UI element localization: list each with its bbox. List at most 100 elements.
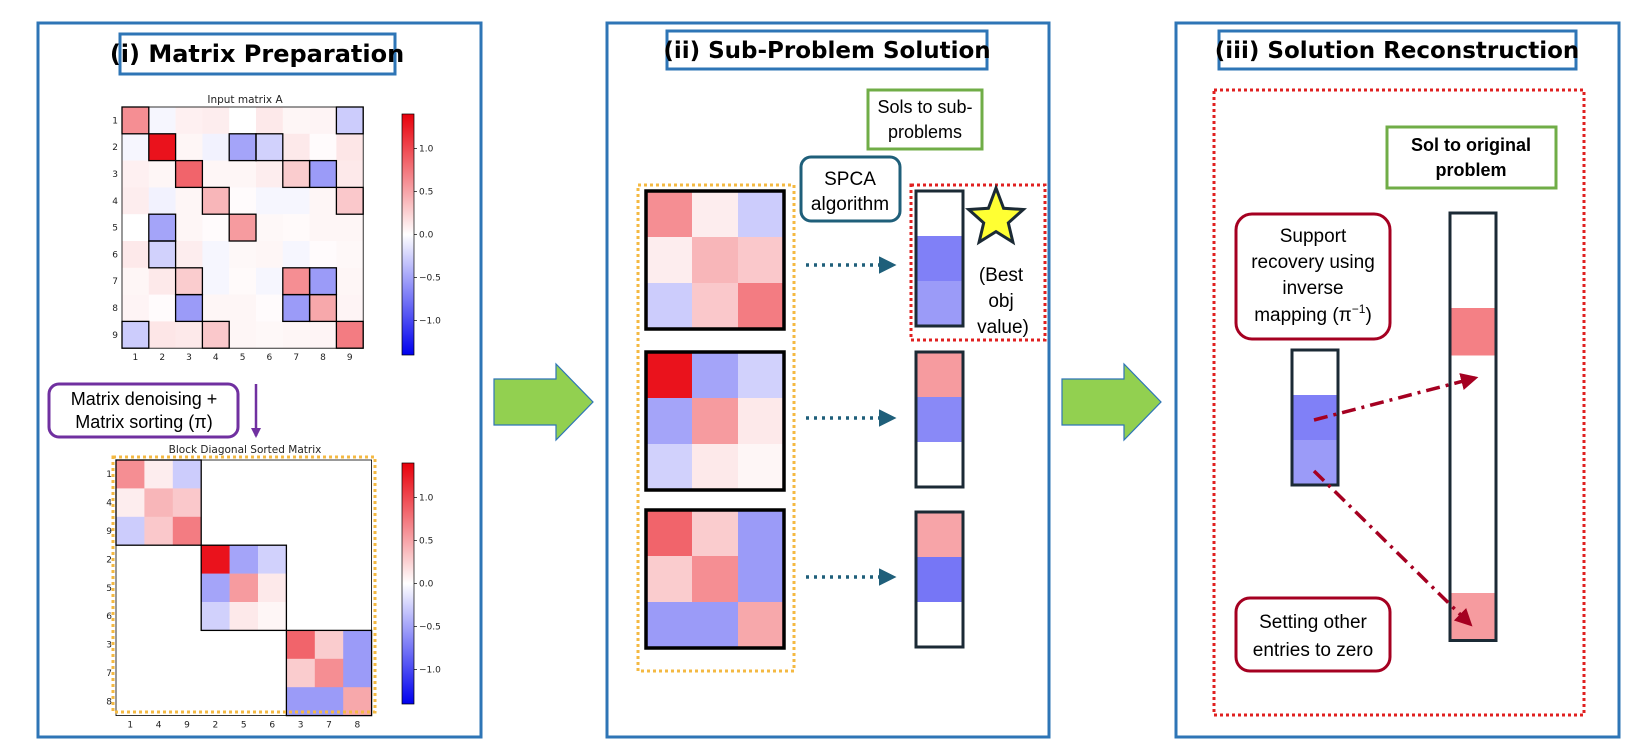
- col-tick-label: 5: [240, 353, 246, 363]
- sorted-matrix-colorbar: 1.00.50.0−0.5−1.0: [401, 462, 441, 705]
- best-label-line3: value): [977, 317, 1029, 338]
- heatmap-cell: [175, 133, 203, 161]
- sols-label-line2: problems: [888, 122, 962, 142]
- row-tick-label: 1: [112, 116, 118, 126]
- row-tick-label: 9: [112, 331, 118, 341]
- setting-label-line1: Setting other: [1259, 612, 1367, 633]
- heatmap-cell-outline: [148, 133, 177, 162]
- vector-cell: [1450, 593, 1496, 641]
- heatmap-cell: [282, 160, 310, 188]
- heatmap-cell: [148, 187, 176, 215]
- original-solution-vector: [1448, 211, 1498, 642]
- heatmap-cell: [282, 133, 310, 161]
- heatmap-cell: [309, 133, 337, 161]
- vector-cell: [1292, 395, 1338, 441]
- block-cell: [646, 237, 693, 284]
- vector-cell: [1450, 355, 1496, 404]
- sorted-matrix-dotted-frame: [111, 455, 377, 714]
- colorbar-tick-label: −0.5: [419, 274, 441, 284]
- heatmap-cell: [202, 187, 230, 215]
- block-cell: [692, 398, 739, 445]
- heatmap-cell: [256, 321, 284, 349]
- heatmap-cell: [314, 460, 344, 489]
- vector-cell: [1292, 350, 1338, 396]
- sub-matrix-block: [644, 508, 786, 650]
- sub-solution-vector: [914, 510, 965, 649]
- heatmap-cell: [336, 187, 364, 215]
- heatmap-cell: [229, 658, 259, 688]
- heatmap-cell: [256, 214, 284, 242]
- heatmap-cell: [343, 573, 372, 603]
- block-cell: [646, 510, 693, 557]
- heatmap-cell: [202, 241, 230, 269]
- heatmap-cell: [258, 630, 287, 660]
- heatmap-cell: [309, 241, 337, 269]
- heatmap-cell: [229, 241, 257, 269]
- block-cell: [646, 352, 693, 399]
- heatmap-cell: [282, 294, 310, 322]
- colorbar-tick-label: 0.0: [419, 231, 434, 241]
- heatmap-cell: [116, 658, 145, 688]
- heatmap-cell: [343, 602, 372, 631]
- sub-solution-vector: [914, 189, 965, 328]
- sols-subproblems-box: [866, 88, 984, 151]
- block-cell: [738, 237, 785, 284]
- spca-label-line1: SPCA: [824, 169, 876, 190]
- heatmap-cell: [202, 107, 230, 135]
- heatmap-cell: [343, 516, 372, 546]
- heatmap-cell: [282, 321, 310, 349]
- heatmap-cell: [201, 516, 230, 546]
- heatmap-cell: [229, 630, 259, 660]
- heatmap-cell: [202, 214, 230, 242]
- block-cell: [692, 237, 739, 284]
- denoise-sort-box: [47, 382, 240, 439]
- heatmap-cell: [202, 133, 230, 161]
- row-tick-label: 3: [112, 170, 118, 180]
- heatmap-cell: [343, 545, 372, 574]
- heatmap-cell: [256, 133, 284, 161]
- row-tick-label: 9: [106, 527, 112, 537]
- heatmap-cell: [336, 160, 364, 188]
- support-recovery-box: [1234, 212, 1392, 341]
- best-label-line2: obj: [988, 291, 1013, 312]
- row-tick-label: 1: [106, 470, 112, 480]
- block-cell: [738, 556, 785, 603]
- vector-cell: [1450, 545, 1496, 594]
- heatmap-cell: [229, 321, 257, 349]
- panel-3-title: (iii) Solution Reconstruction: [1215, 38, 1580, 64]
- heatmap-cell: [286, 488, 316, 518]
- heatmap-cell: [258, 573, 287, 603]
- orig-label-line2: problem: [1435, 160, 1506, 180]
- star-icon: [965, 183, 1027, 246]
- heatmap-cell: [202, 160, 230, 188]
- heatmap-cell: [286, 658, 316, 688]
- support-label-line2: recovery using: [1251, 252, 1375, 273]
- heatmap-cell: [258, 488, 287, 518]
- small-solution-vector: [1290, 348, 1340, 487]
- sub-solution-vectors: [914, 189, 965, 649]
- row-tick-label: 2: [112, 143, 118, 153]
- flow-arrow-1: [493, 362, 594, 442]
- heatmap-cell: [122, 241, 150, 269]
- row-tick-label: 5: [106, 584, 112, 594]
- heatmap-cell: [116, 545, 145, 574]
- colorbar-tick-label: 0.0: [419, 580, 434, 590]
- heatmap-cell: [282, 214, 310, 242]
- heatmap-cell: [175, 214, 203, 242]
- denoise-label-line2: Matrix sorting (π): [75, 412, 212, 432]
- col-tick-label: 5: [241, 721, 247, 731]
- support-label-sup: −1: [1352, 302, 1366, 316]
- heatmap-cell: [282, 267, 310, 295]
- heatmap-cell: [144, 630, 174, 660]
- block-cell: [692, 602, 739, 649]
- row-tick-label: 6: [112, 250, 118, 260]
- heatmap-cell: [148, 241, 176, 269]
- vector-cell: [1450, 403, 1496, 451]
- support-label-line4: mapping (π−1): [1254, 302, 1372, 326]
- block-cell: [738, 352, 785, 399]
- panel-1-title: (i) Matrix Preparation: [110, 40, 404, 68]
- heatmap-cell: [229, 488, 259, 518]
- setting-zero-box: [1234, 596, 1392, 673]
